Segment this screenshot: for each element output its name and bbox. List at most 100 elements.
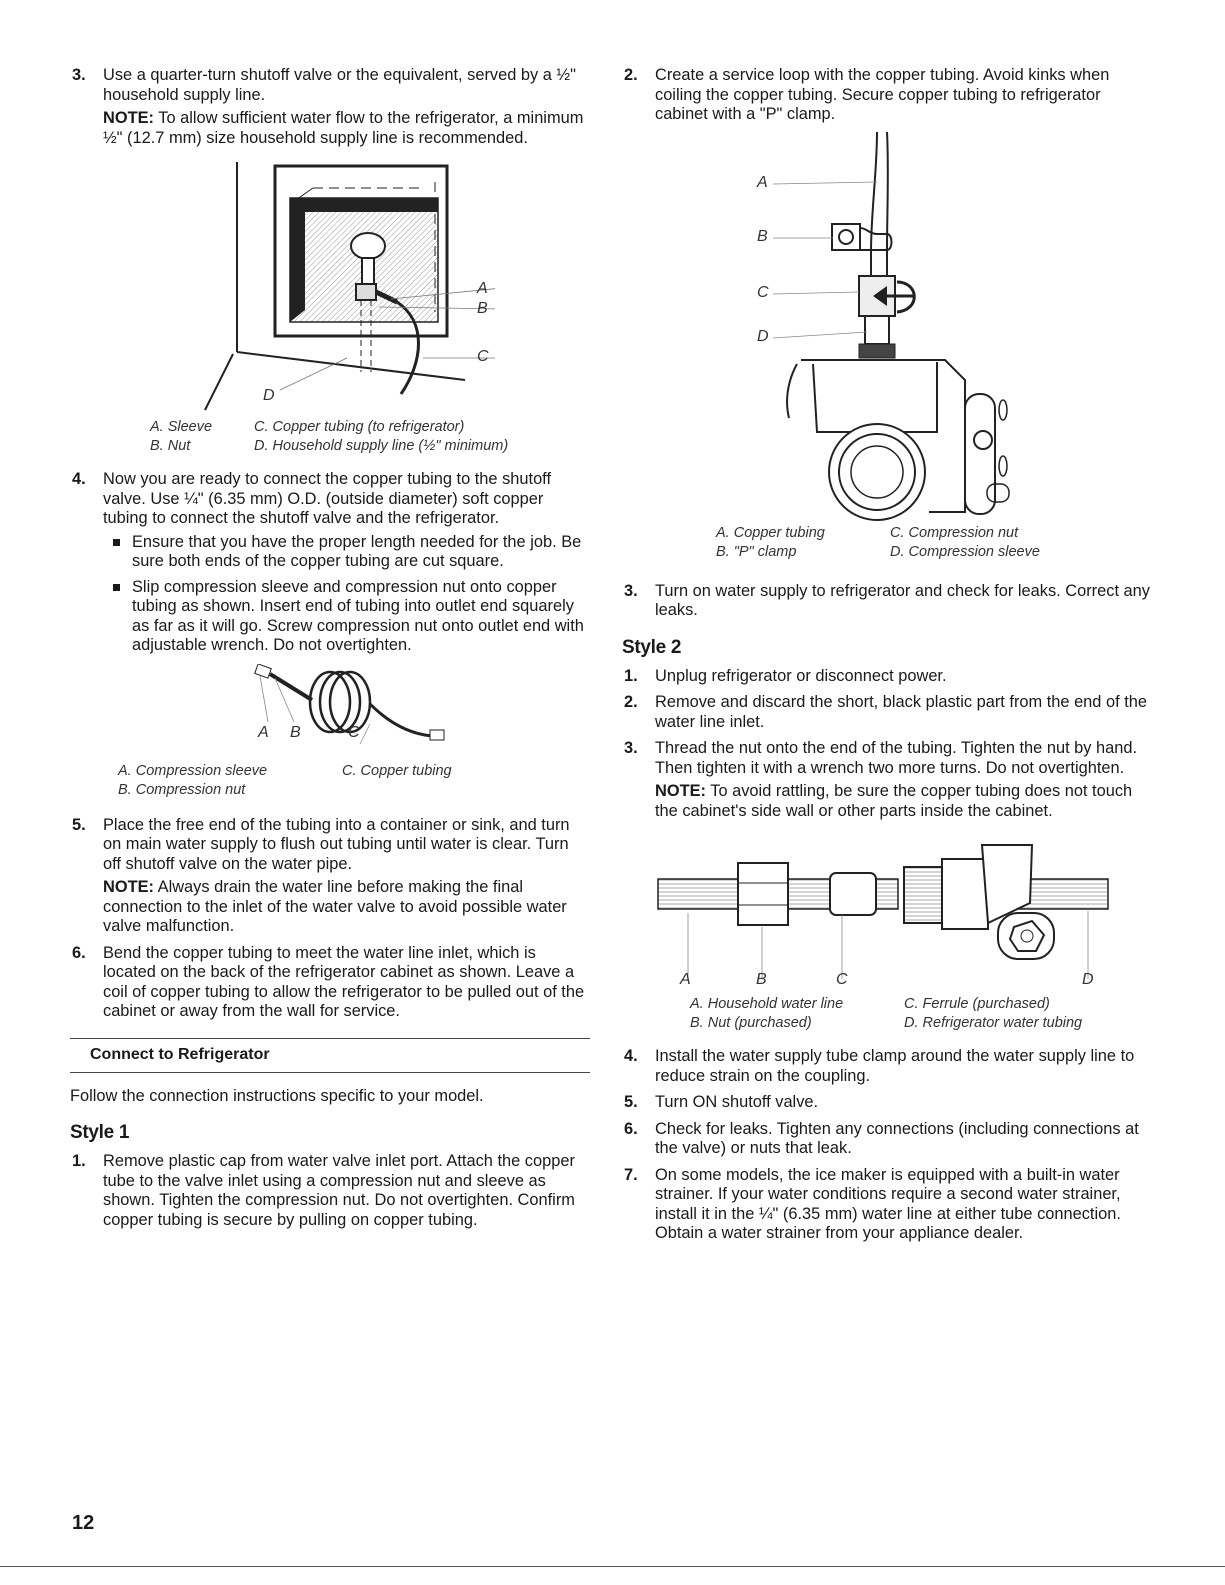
caption-item: C. Compression nut bbox=[890, 524, 1019, 541]
caption-item: A. Sleeve bbox=[150, 419, 213, 435]
note: NOTE: To avoid rattling, be sure the cop… bbox=[655, 782, 1152, 821]
note-label: NOTE: bbox=[103, 878, 154, 896]
caption-item: A. Copper tubing bbox=[716, 524, 825, 541]
section-intro: Follow the connection instructions speci… bbox=[70, 1086, 484, 1105]
caption-item: B. Nut bbox=[150, 438, 191, 454]
bullet-text: Ensure that you have the proper length n… bbox=[132, 532, 582, 571]
caption-item: D. Compression sleeve bbox=[890, 543, 1040, 560]
figure-p-clamp: A B C D bbox=[737, 131, 1037, 522]
step-text: Thread the nut onto the end of the tubin… bbox=[655, 739, 1138, 777]
step-4-connect-tubing: 4. Now you are ready to connect the copp… bbox=[70, 470, 590, 656]
step-number: 3. bbox=[72, 66, 86, 84]
style-1-step-1: 1. Remove plastic cap from water valve i… bbox=[70, 1152, 590, 1230]
note: NOTE: Always drain the water line before… bbox=[103, 878, 590, 937]
caption-item: A. Compression sleeve bbox=[118, 762, 268, 779]
figure-caption: A. Compression sleeve C. Copper tubing B… bbox=[118, 762, 590, 800]
label-a: A bbox=[477, 280, 488, 297]
step-3-check-leaks: 3. Turn on water supply to refrigerator … bbox=[622, 582, 1152, 621]
step-5-flush-tubing: 5. Place the free end of the tubing into… bbox=[70, 816, 590, 937]
label-c: C bbox=[477, 348, 489, 365]
note-text: To avoid rattling, be sure the copper tu… bbox=[655, 782, 1133, 820]
figure-shutoff-valve: A B C D bbox=[165, 162, 503, 412]
figure-copper-tubing: A B C bbox=[200, 662, 460, 754]
label-b: B bbox=[757, 227, 768, 245]
step-number: 5. bbox=[624, 1093, 638, 1111]
label-d: D bbox=[757, 327, 769, 345]
caption-item bbox=[342, 781, 492, 800]
label-c: C bbox=[757, 283, 769, 301]
step-text: Check for leaks. Tighten any connections… bbox=[655, 1119, 1139, 1158]
caption-item: C. Ferrule (purchased) bbox=[904, 996, 1050, 1012]
step-6-bend-tubing: 6. Bend the copper tubing to meet the wa… bbox=[70, 944, 590, 1022]
right-column: 2. Create a service loop with the copper… bbox=[622, 66, 1152, 1251]
caption-item: B. Nut (purchased) bbox=[690, 1015, 812, 1031]
caption-item: C. Copper tubing (to refrigerator) bbox=[254, 419, 465, 435]
figure-caption: A. Sleeve C. Copper tubing (to refrigera… bbox=[150, 418, 590, 456]
step-3-shutoff-valve: 3. Use a quarter-turn shutoff valve or t… bbox=[70, 66, 590, 148]
step-number: 7. bbox=[624, 1165, 638, 1184]
note-text: Always drain the water line before makin… bbox=[103, 878, 567, 935]
step-text: Place the free end of the tubing into a … bbox=[103, 815, 570, 873]
step-number: 6. bbox=[624, 1119, 638, 1138]
note-text: To allow sufficient water flow to the re… bbox=[103, 109, 584, 147]
step-5-shutoff-on: 5. Turn ON shutoff valve. bbox=[622, 1093, 1152, 1113]
label-b: B bbox=[756, 971, 767, 988]
bullet-list: Ensure that you have the proper length n… bbox=[103, 533, 590, 656]
step-text: Create a service loop with the copper tu… bbox=[655, 66, 1110, 123]
step-number: 3. bbox=[624, 581, 638, 600]
step-number: 6. bbox=[72, 943, 86, 962]
step-text: Now you are ready to connect the copper … bbox=[103, 470, 551, 527]
step-text: Use a quarter-turn shutoff valve or the … bbox=[103, 66, 576, 104]
note: NOTE: To allow sufficient water flow to … bbox=[103, 109, 590, 148]
step-number: 4. bbox=[624, 1047, 638, 1065]
left-column: 3. Use a quarter-turn shutoff valve or t… bbox=[70, 66, 590, 1237]
step-number: 5. bbox=[72, 815, 86, 834]
copper-tubing-illustration bbox=[254, 662, 445, 744]
figure-caption: A. Copper tubing C. Compression nut B. "… bbox=[716, 524, 1152, 562]
step-7-water-strainer: 7. On some models, the ice maker is equi… bbox=[622, 1166, 1152, 1244]
label-a: A bbox=[680, 971, 691, 988]
note-label: NOTE: bbox=[103, 109, 154, 127]
caption-item: C. Copper tubing bbox=[342, 762, 452, 779]
step-text: Turn on water supply to refrigerator and… bbox=[655, 581, 1150, 620]
step-text: Remove and discard the short, black plas… bbox=[655, 693, 1147, 731]
label-b: B bbox=[290, 723, 301, 741]
step-text: Bend the copper tubing to meet the water… bbox=[103, 943, 585, 1021]
step-2-service-loop: 2. Create a service loop with the copper… bbox=[622, 66, 1152, 125]
page-number: 12 bbox=[72, 1512, 95, 1534]
bullet-item: Slip compression sleeve and compression … bbox=[103, 578, 590, 656]
p-clamp-illustration bbox=[772, 131, 1010, 521]
label-d: D bbox=[1082, 971, 1094, 988]
step-text: On some models, the ice maker is equippe… bbox=[655, 1165, 1121, 1243]
step-number: 3. bbox=[624, 739, 638, 757]
inlet-connection-illustration bbox=[657, 844, 1109, 979]
caption-item: D. Household supply line (½" minimum) bbox=[254, 438, 509, 454]
label-c: C bbox=[348, 723, 360, 741]
step-number: 4. bbox=[72, 470, 86, 488]
step-number: 1. bbox=[72, 1152, 86, 1170]
label-c: C bbox=[836, 971, 848, 988]
style-2-step-2: 2. Remove and discard the short, black p… bbox=[622, 693, 1152, 732]
step-number: 1. bbox=[624, 666, 638, 685]
caption-item: B. "P" clamp bbox=[716, 543, 797, 560]
style-1-heading: Style 1 bbox=[70, 1122, 130, 1143]
figure-caption: A. Household water line C. Ferrule (purc… bbox=[690, 995, 1152, 1033]
step-text: Unplug refrigerator or disconnect power. bbox=[655, 666, 947, 685]
caption-item: D. Refrigerator water tubing bbox=[904, 1015, 1083, 1031]
step-number: 2. bbox=[624, 693, 638, 711]
bullet-square-icon bbox=[113, 583, 120, 591]
step-text: Turn ON shutoff valve. bbox=[655, 1093, 819, 1111]
style-2-heading: Style 2 bbox=[622, 636, 682, 658]
label-d: D bbox=[263, 387, 275, 404]
figure-inlet-connection: A B C D bbox=[652, 843, 1122, 993]
caption-item: A. Household water line bbox=[690, 996, 844, 1012]
shutoff-valve-illustration bbox=[204, 162, 503, 411]
step-text: Remove plastic cap from water valve inle… bbox=[103, 1152, 575, 1229]
bullet-item: Ensure that you have the proper length n… bbox=[103, 533, 590, 572]
label-a: A bbox=[258, 723, 269, 741]
step-number: 2. bbox=[624, 66, 638, 84]
step-4-clamp: 4. Install the water supply tube clamp a… bbox=[622, 1047, 1152, 1086]
label-a: A bbox=[757, 173, 768, 191]
label-b: B bbox=[477, 300, 488, 317]
bullet-text: Slip compression sleeve and compression … bbox=[132, 577, 584, 655]
